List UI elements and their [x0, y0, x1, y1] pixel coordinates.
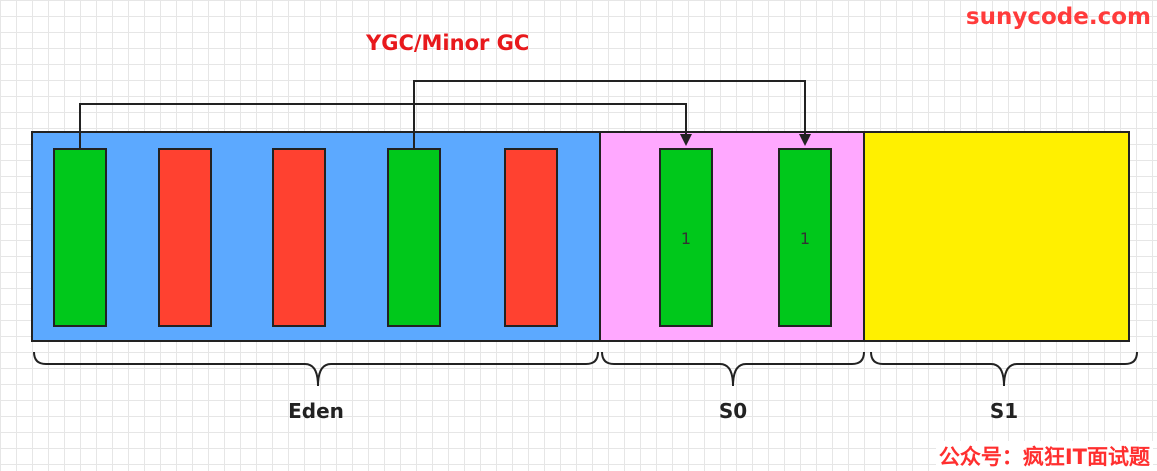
eden-object-1 — [53, 148, 107, 327]
diagram-title: YGC/Minor GC — [366, 31, 530, 55]
eden-brace — [33, 351, 599, 387]
eden-object-3 — [272, 148, 326, 327]
watermark-bottom: 公众号：疯狂IT面试题 — [935, 441, 1153, 471]
copy-arrow-1 — [79, 103, 692, 149]
copy-arrow-2 — [413, 80, 811, 149]
eden-object-5 — [504, 148, 558, 327]
s0-brace — [601, 351, 865, 387]
s1-label: S1 — [989, 399, 1019, 423]
eden-object-2 — [158, 148, 212, 327]
eden-label: Eden — [288, 399, 344, 423]
s0-object-2 — [778, 148, 832, 327]
s1-region — [863, 131, 1130, 342]
s0-object-1 — [659, 148, 713, 327]
s0-object-2-age: 1 — [799, 229, 811, 248]
s0-object-1-age: 1 — [680, 229, 692, 248]
s1-brace — [870, 351, 1138, 387]
watermark-top: sunycode.com — [965, 4, 1151, 30]
eden-object-4 — [387, 148, 441, 327]
s0-label: S0 — [718, 399, 748, 423]
